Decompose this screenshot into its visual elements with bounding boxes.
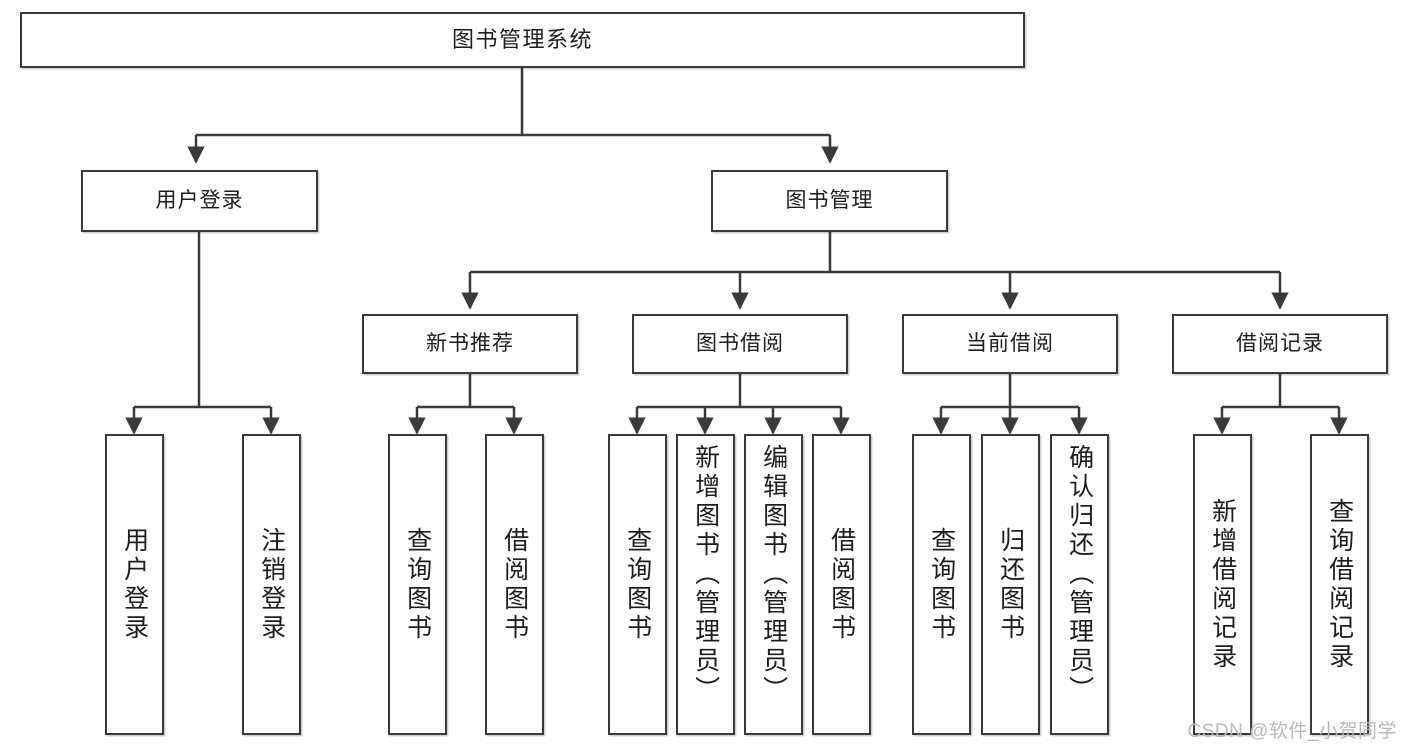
node-book-management[interactable]: 图书管理 (711, 170, 948, 232)
leaf-borrow-query-book-label: 查询图书 (623, 526, 652, 643)
leaf-new-book-borrow-label: 借阅图书 (500, 526, 529, 643)
leaf-new-book-borrow[interactable]: 借阅图书 (485, 434, 544, 735)
leaf-record-add-label: 新增借阅记录 (1208, 497, 1237, 672)
leaf-record-query[interactable]: 查询借阅记录 (1310, 434, 1369, 735)
node-borrow-record[interactable]: 借阅记录 (1172, 314, 1388, 374)
leaf-current-return-book[interactable]: 归还图书 (981, 434, 1040, 735)
node-root[interactable]: 图书管理系统 (20, 12, 1025, 68)
node-new-book-recommend-label: 新书推荐 (426, 331, 514, 355)
node-book-borrow[interactable]: 图书借阅 (632, 314, 848, 374)
leaf-new-book-query-label: 查询图书 (403, 526, 432, 643)
leaf-new-book-query[interactable]: 查询图书 (388, 434, 447, 735)
node-current-borrow-label: 当前借阅 (966, 331, 1054, 355)
leaf-borrow-add-book[interactable]: 新增图书（管理员） (676, 434, 735, 735)
leaf-borrow-query-book[interactable]: 查询图书 (608, 434, 667, 735)
leaf-current-confirm-return-label: 确认归还（管理员） (1065, 444, 1094, 705)
node-book-management-label: 图书管理 (785, 188, 874, 212)
leaf-record-add[interactable]: 新增借阅记录 (1193, 434, 1252, 735)
leaf-user-login-logout-label: 注销登录 (257, 526, 286, 643)
leaf-borrow-borrow-book[interactable]: 借阅图书 (812, 434, 871, 735)
leaf-borrow-add-book-label: 新增图书（管理员） (691, 444, 720, 705)
leaf-current-query-book[interactable]: 查询图书 (912, 434, 971, 735)
node-borrow-record-label: 借阅记录 (1236, 331, 1324, 355)
node-user-login-label: 用户登录 (155, 188, 244, 212)
leaf-borrow-edit-book-label: 编辑图书（管理员） (759, 444, 788, 705)
leaf-borrow-edit-book[interactable]: 编辑图书（管理员） (744, 434, 803, 735)
node-user-login[interactable]: 用户登录 (81, 170, 318, 232)
node-root-label: 图书管理系统 (451, 27, 593, 53)
leaf-current-confirm-return[interactable]: 确认归还（管理员） (1050, 434, 1109, 735)
leaf-borrow-borrow-book-label: 借阅图书 (827, 526, 856, 643)
leaf-user-login-signin[interactable]: 用户登录 (105, 434, 164, 735)
leaf-user-login-logout[interactable]: 注销登录 (242, 434, 301, 735)
leaf-user-login-signin-label: 用户登录 (120, 526, 149, 643)
leaf-current-return-book-label: 归还图书 (996, 526, 1025, 643)
node-current-borrow[interactable]: 当前借阅 (902, 314, 1118, 374)
leaf-record-query-label: 查询借阅记录 (1325, 497, 1354, 672)
leaf-current-query-book-label: 查询图书 (927, 526, 956, 643)
watermark: CSDN @软件_小贺同学 (1187, 721, 1397, 742)
node-book-borrow-label: 图书借阅 (696, 331, 784, 355)
node-new-book-recommend[interactable]: 新书推荐 (362, 314, 578, 374)
